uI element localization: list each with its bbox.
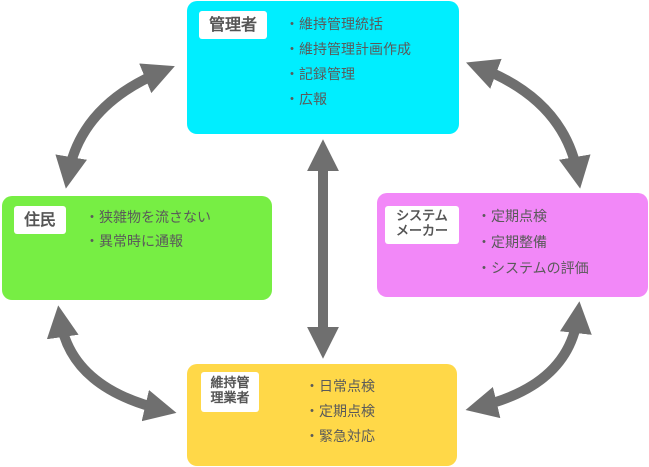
management-item: 日常点検 — [305, 375, 375, 400]
admin-box: 管理者 維持管理統括 維持管理計画作成 記録管理 広報 — [187, 1, 459, 134]
admin-item: 維持管理統括 — [285, 13, 411, 38]
management-item: 緊急対応 — [305, 425, 375, 450]
resident-item: 異常時に通報 — [85, 230, 211, 254]
management-items: 日常点検 定期点検 緊急対応 — [305, 375, 375, 450]
resident-label: 住民 — [14, 206, 66, 234]
management-box: 維持管 理業者 日常点検 定期点検 緊急対応 — [187, 364, 457, 466]
maker-box: システム メーカー 定期点検 定期整備 システムの評価 — [377, 193, 648, 297]
admin-items: 維持管理統括 維持管理計画作成 記録管理 広報 — [285, 13, 411, 113]
management-label-line: 維持管 — [210, 376, 250, 392]
arrow-admin-maker — [466, 58, 591, 189]
maker-label-line: システム — [396, 209, 448, 225]
resident-box: 住民 狭雑物を流さない 異常時に通報 — [2, 196, 272, 300]
admin-label: 管理者 — [199, 11, 267, 39]
maker-item: 定期点検 — [477, 204, 589, 230]
maker-item: 定期整備 — [477, 230, 589, 256]
admin-item: 広報 — [285, 88, 411, 113]
arrow-admin-resident — [55, 63, 175, 189]
admin-item: 維持管理計画作成 — [285, 38, 411, 63]
management-item: 定期点検 — [305, 400, 375, 425]
maker-item: システムの評価 — [477, 256, 589, 282]
admin-item: 記録管理 — [285, 63, 411, 88]
management-label: 維持管 理業者 — [201, 372, 259, 412]
arrow-resident-management — [46, 305, 177, 422]
arrow-maker-management — [465, 301, 592, 419]
maker-label-line: メーカー — [395, 224, 448, 239]
management-label-line: 理業者 — [210, 391, 250, 406]
resident-item: 狭雑物を流さない — [85, 206, 211, 230]
maker-label: システム メーカー — [385, 206, 459, 244]
maker-items: 定期点検 定期整備 システムの評価 — [477, 204, 589, 282]
resident-items: 狭雑物を流さない 異常時に通報 — [85, 206, 211, 254]
